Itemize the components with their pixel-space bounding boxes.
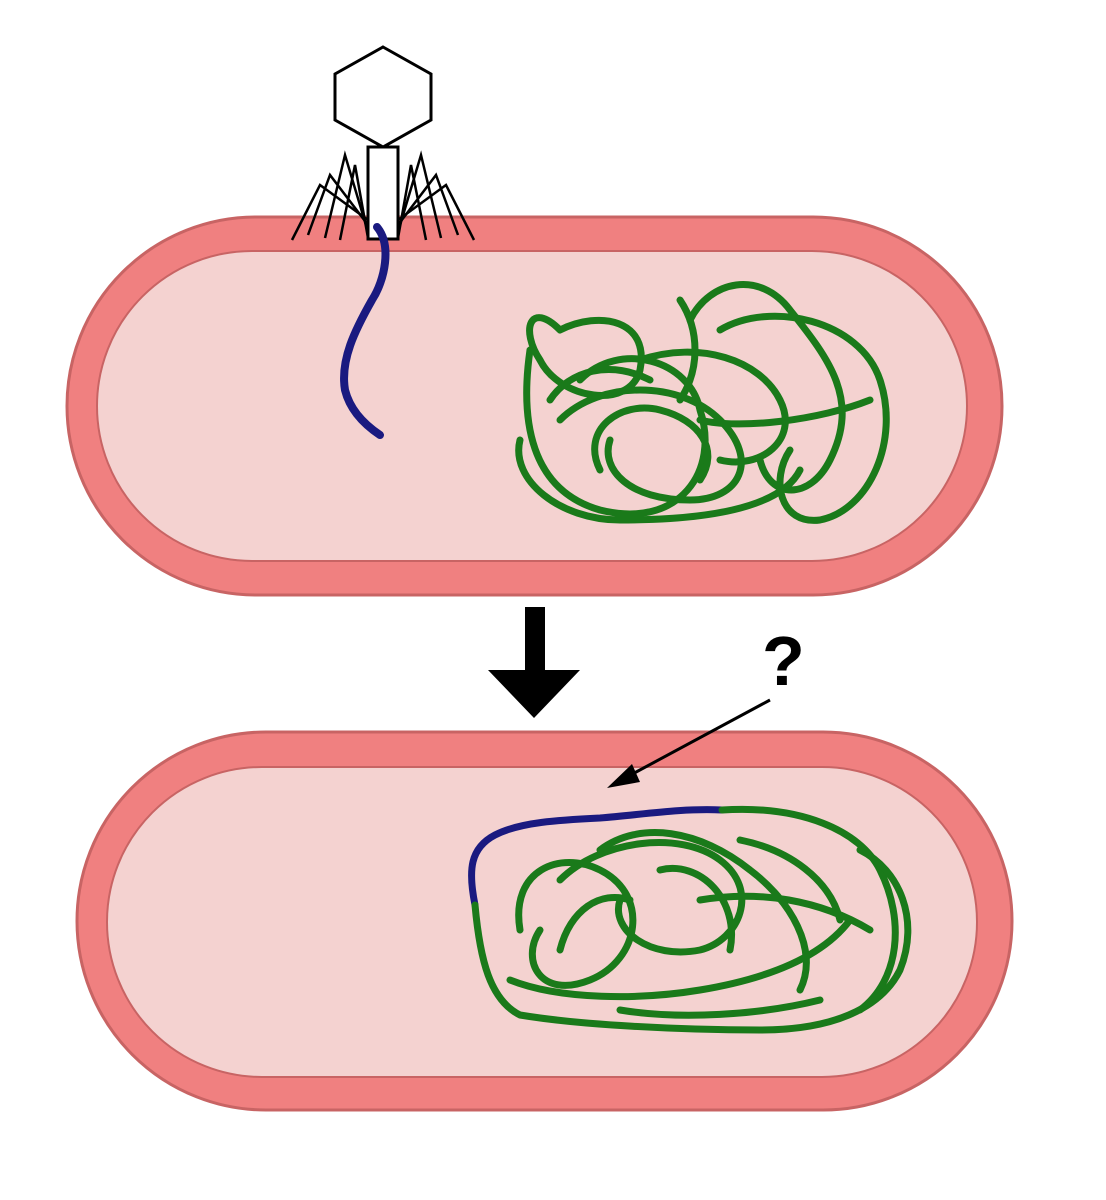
bacteriophage-icon: [290, 45, 476, 241]
bacterium-top: [65, 215, 1004, 597]
question-mark-label: ?: [762, 622, 805, 700]
phage-capsid: [333, 45, 433, 149]
bacterial-chromosome-bottom: [471, 805, 912, 1034]
pointer-arrow-icon: [607, 698, 771, 788]
arrow-down-icon: [488, 607, 580, 718]
prophage-dna: [468, 806, 726, 909]
phage-tail-fibers-right: [396, 150, 476, 241]
phage-dna-injected: [340, 223, 390, 439]
bacterial-chromosome-top: [515, 281, 890, 524]
bacterium-bottom: [75, 730, 1014, 1112]
phage-tail-fibers-left: [290, 150, 370, 241]
cytoplasm-top: [96, 250, 968, 562]
phage-tail: [366, 145, 400, 241]
